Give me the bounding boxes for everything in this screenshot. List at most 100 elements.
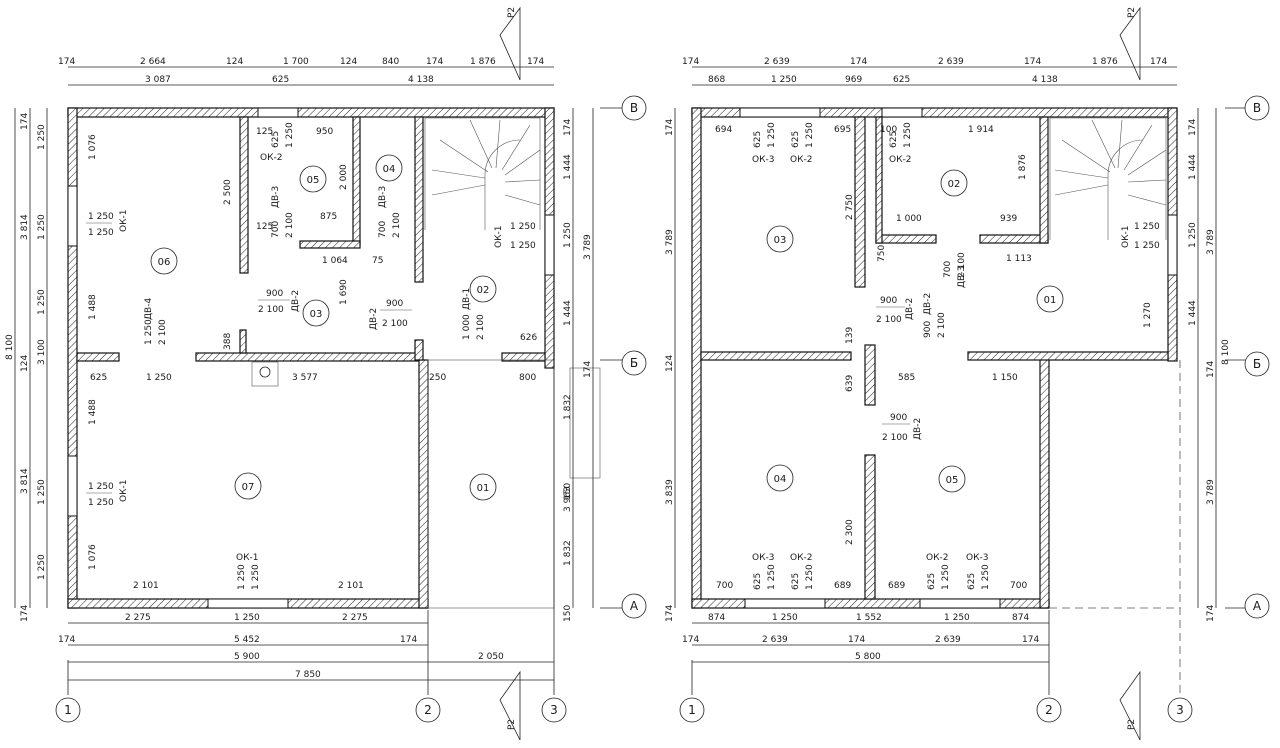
opening-mark: ДВ-3 700 2 100 [378,186,402,238]
opening-mark: ОК-3 625 1 250 [966,553,991,590]
room-tag: 07 [234,472,262,500]
dimension: 174 [682,57,699,67]
wall [76,352,120,362]
dimension: 1 150 [992,373,1018,383]
dimension: 1 488 [88,399,98,425]
dimension: 1 064 [322,256,348,266]
dimension: 700 [1010,581,1027,591]
dimension: 174 [583,361,593,378]
dimension: 950 [316,127,333,137]
wall [700,351,852,361]
section-mark: P2 [1127,7,1137,18]
window [744,598,826,609]
dimension: 3 814 [20,468,30,494]
opening-type: ДВ-3 [271,186,281,208]
dimension: 939 [1000,214,1017,224]
dimension: 1 250 [510,222,536,232]
room-number: 02 [948,179,961,190]
dimension: 2 500 [223,179,233,205]
opening-type: ДВ-2 [369,308,379,330]
wall [864,454,876,600]
dimension: 874 [708,613,725,623]
opening-width: 700 [378,221,388,238]
dimension: 1 700 [283,57,309,67]
opening-height: 2 100 [382,319,408,329]
opening-mark: ОК-1 1 250 1 250 [1121,222,1160,251]
opening-width: 1 250 [88,482,114,492]
dimension: 388 [223,333,233,350]
opening-height: 1 250 [251,564,261,590]
opening-mark: ОК-1 1 250 1 250 [236,553,261,590]
opening-height: 1 250 [285,122,295,148]
grid-bubble: 2 [415,697,441,723]
dimension: 174 [665,605,675,622]
grid-bubble: 2 [1036,697,1062,723]
opening-width: 1 000 [462,314,472,340]
dimension: 139 [845,327,855,344]
opening-mark: ОК-3 625 1 250 [752,553,777,590]
opening-mark: 700 2 100 ДВ-3 [943,252,967,288]
opening-mark: ОК-2 625 1 250 [790,122,815,165]
grid-bubble: А [621,593,647,619]
opening-height: 1 250 [981,564,991,590]
opening-width: 625 [271,131,281,148]
opening-type: ОК-2 [790,553,812,563]
grid-label: 3 [1176,703,1184,717]
dimension: 1 250 [37,479,47,505]
grid-bubble: 3 [1167,697,1193,723]
wall [352,116,361,246]
opening-type: ДВ-2 [291,290,301,312]
grid-label: 3 [550,703,558,717]
opening-type: ДВ-2 [905,298,915,320]
opening-width: 1 250 [144,319,154,345]
dimension: 1 914 [968,125,994,135]
dimension: 3 839 [665,479,675,505]
dimension: 1 488 [88,294,98,320]
dimension: 125 [256,222,273,232]
dimension: 1 444 [563,154,573,180]
opening-height: 2 100 [158,319,168,345]
dimension: 625 [90,373,107,383]
porch-step [569,367,601,479]
dimension: 2 639 [764,57,790,67]
room-tag: 05 [299,165,327,193]
wall [967,351,1169,361]
dimension: 174 [850,57,867,67]
dimension: 2 275 [125,613,151,623]
room-number: 07 [242,482,255,493]
dimension: 1 250 [37,289,47,315]
opening-type: ОК-3 [752,155,774,165]
wall [414,339,424,361]
room-tag: 02 [940,169,968,197]
opening-width: 625 [791,131,801,148]
room-number: 04 [383,164,396,175]
dimension: 174 [400,635,417,645]
dimension: 174 [1206,361,1216,378]
dimension: 124 [665,355,675,372]
dimension: 2 000 [339,164,349,190]
room-number: 01 [1044,295,1057,306]
wall [239,116,249,274]
dimension: 124 [20,355,30,372]
dimension: 1 876 [470,57,496,67]
grid-label: 1 [64,703,72,717]
dimension: 1 250 [146,373,172,383]
dimension: 695 [834,125,851,135]
dimension: 1 552 [856,613,882,623]
opening-type: ОК-2 [260,153,282,163]
opening-mark: 900 2 100 ДВ-2 [882,413,923,443]
wall [875,234,937,244]
dimension: 2 101 [338,581,364,591]
room-number: 03 [774,235,787,246]
room-tag: 03 [766,225,794,253]
dimension: 1 250 [771,75,797,85]
window [544,214,555,276]
room-tag: 03 [302,299,330,327]
dimension: 3 087 [145,75,171,85]
opening-height: 1 250 [1134,241,1160,251]
opening-type: ДВ-1 [462,288,472,310]
grid-label: 2 [424,703,432,717]
window [919,598,1001,609]
dimension: 174 [1150,57,1167,67]
